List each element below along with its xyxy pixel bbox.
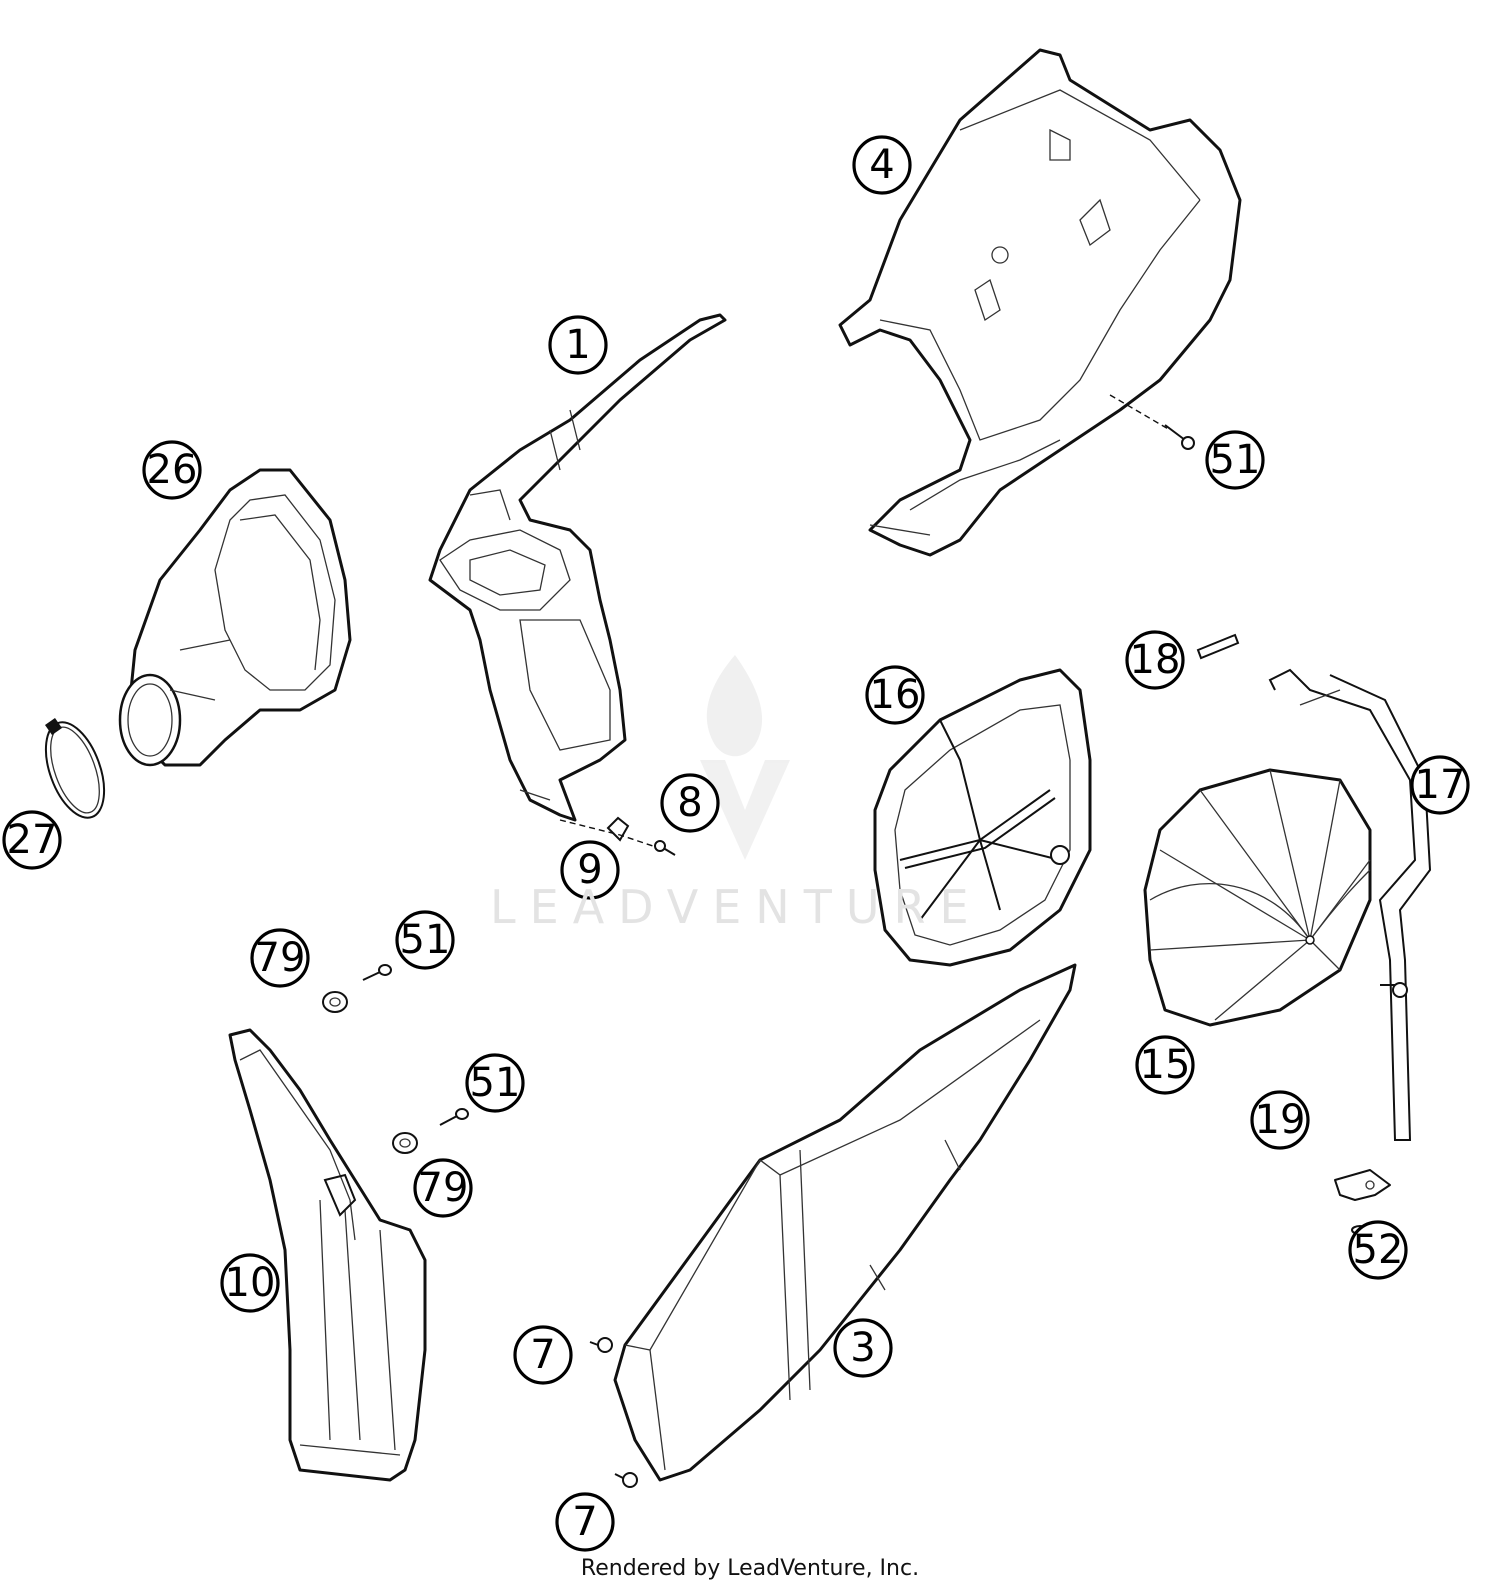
part-4-airbox-housing[interactable] (838, 48, 1242, 557)
callout-label: 9 (577, 847, 602, 893)
callout-51[interactable]: 51 (395, 910, 455, 970)
callout-label: 51 (470, 1060, 521, 1106)
leader-4-51 (1109, 394, 1171, 431)
leader-1-9-8 (559, 819, 666, 851)
part-16-filter-frame[interactable] (873, 668, 1092, 967)
footer-credit: Rendered by LeadVenture, Inc. (580, 1556, 920, 1581)
callout-8[interactable]: 8 (660, 773, 720, 833)
callout-label: 79 (255, 935, 306, 981)
part-18-pin[interactable] (1196, 633, 1240, 660)
callout-label: 51 (1210, 437, 1261, 483)
callout-label: 8 (677, 780, 702, 826)
callout-label: 79 (418, 1165, 469, 1211)
screw-8[interactable] (654, 840, 676, 856)
callout-label: 16 (870, 672, 921, 718)
watermark-logo (700, 655, 790, 860)
callout-label: 15 (1140, 1042, 1191, 1088)
part-27-hose-clamp[interactable] (34, 714, 115, 825)
part-17-wire-retainer[interactable] (1268, 668, 1432, 1141)
callout-label: 19 (1255, 1097, 1306, 1143)
part-10-left-cover[interactable] (228, 1028, 427, 1482)
callout-label: 18 (1130, 637, 1181, 683)
callout-18[interactable]: 18 (1125, 630, 1185, 690)
callout-51[interactable]: 51 (1205, 430, 1265, 490)
screw-51-upper[interactable] (362, 964, 392, 981)
callout-51[interactable]: 51 (465, 1053, 525, 1113)
callout-52[interactable]: 52 (1348, 1220, 1408, 1280)
part-1-intake-duct[interactable] (428, 313, 727, 822)
callout-16[interactable]: 16 (865, 665, 925, 725)
clip-9[interactable] (606, 816, 630, 842)
callout-label: 27 (7, 817, 58, 863)
callout-label: 3 (850, 1325, 875, 1371)
callout-7[interactable]: 7 (513, 1325, 573, 1385)
callout-label: 26 (147, 447, 198, 493)
screw-51-housing[interactable] (1164, 424, 1195, 450)
watermark-text: LEADVENTURE (490, 880, 983, 934)
callout-label: 10 (225, 1260, 276, 1306)
callout-label: 7 (530, 1332, 555, 1378)
callout-15[interactable]: 15 (1135, 1035, 1195, 1095)
callout-label: 1 (565, 322, 590, 368)
callout-label: 17 (1415, 762, 1466, 808)
callout-17[interactable]: 17 (1410, 755, 1470, 815)
callout-1[interactable]: 1 (548, 315, 608, 375)
callout-19[interactable]: 19 (1250, 1090, 1310, 1150)
callout-3[interactable]: 3 (833, 1318, 893, 1378)
screw-7-upper[interactable] (589, 1337, 613, 1353)
callout-label: 51 (400, 917, 451, 963)
callout-label: 52 (1353, 1227, 1404, 1273)
callout-79[interactable]: 79 (413, 1158, 473, 1218)
screw-51-lower[interactable] (439, 1108, 469, 1126)
callout-26[interactable]: 26 (142, 440, 202, 500)
callout-4[interactable]: 4 (852, 135, 912, 195)
screw-7-lower[interactable] (614, 1472, 638, 1488)
callout-label: 4 (869, 142, 894, 188)
callout-27[interactable]: 27 (2, 810, 62, 870)
callout-label: 7 (572, 1499, 597, 1545)
callout-10[interactable]: 10 (220, 1253, 280, 1313)
part-15-air-filter[interactable] (1143, 768, 1372, 1027)
washer-79-lower[interactable] (392, 1132, 418, 1154)
callout-9[interactable]: 9 (560, 840, 620, 900)
washer-79-upper[interactable] (322, 991, 348, 1013)
callout-7[interactable]: 7 (555, 1492, 615, 1552)
part-26-filter-boot[interactable] (118, 468, 352, 767)
part-19-bracket[interactable] (1334, 1169, 1391, 1201)
part-3-side-cover[interactable] (613, 963, 1077, 1482)
callout-79[interactable]: 79 (250, 928, 310, 988)
